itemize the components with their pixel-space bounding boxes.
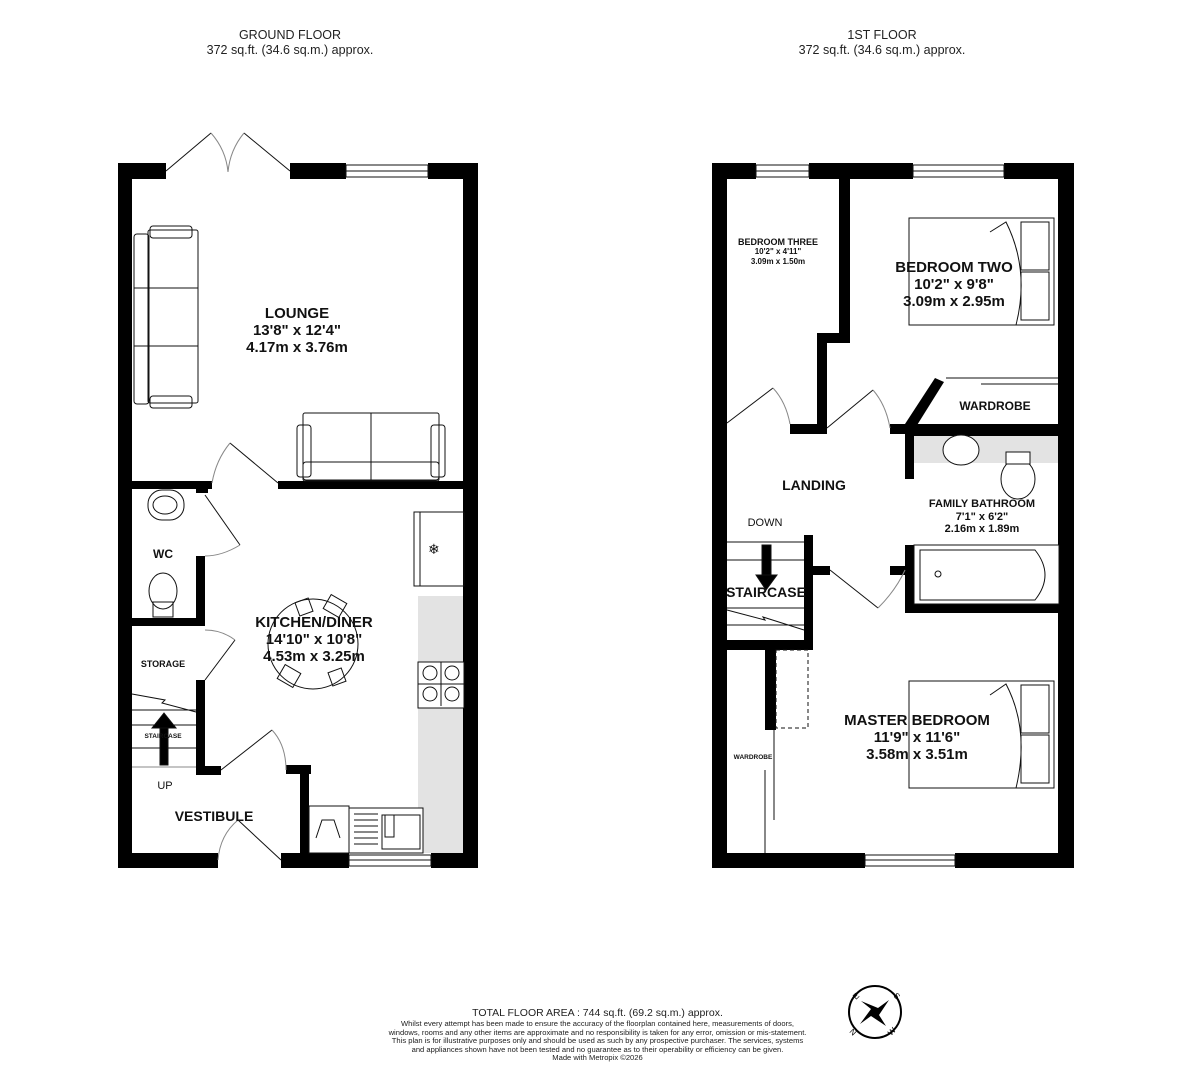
stair-direction-up: UP xyxy=(157,780,172,793)
room-name: BEDROOM THREE xyxy=(737,237,819,247)
room-dim-imperial: 13'8" x 12'4" xyxy=(252,322,342,339)
room-name: STAIRCASE xyxy=(726,584,806,600)
room-label-vestibule: VESTIBULE xyxy=(175,808,254,825)
room-name: KITCHEN/DINER xyxy=(255,614,373,631)
room-dim-metric: 3.58m x 3.51m xyxy=(866,746,968,763)
room-name: WC xyxy=(153,547,173,561)
credit: Made with Metropix ©2026 xyxy=(552,1053,643,1063)
room-name: FAMILY BATHROOM xyxy=(928,498,1036,510)
room-dim-imperial: 14'10" x 10'8" xyxy=(265,631,363,648)
compass-n: N xyxy=(848,1027,859,1038)
room-label-storage: STORAGE xyxy=(141,659,185,669)
room-dim-imperial: 10'2" x 9'8" xyxy=(914,276,994,293)
footer: TOTAL FLOOR AREA : 744 sq.ft. (69.2 sq.m… xyxy=(385,1007,810,1063)
total-floor-area: TOTAL FLOOR AREA : 744 sq.ft. (69.2 sq.m… xyxy=(472,1007,723,1019)
room-name: WARDROBE xyxy=(733,754,773,761)
room-dim-metric: 4.17m x 3.76m xyxy=(246,339,348,356)
ground-floor-header: GROUND FLOOR 372 sq.ft. (34.6 sq.m.) app… xyxy=(150,28,430,58)
room-name: LANDING xyxy=(782,477,846,493)
room-dim-metric: 3.09m x 2.95m xyxy=(903,293,1005,310)
room-label-kitchen-diner: KITCHEN/DINER 14'10" x 10'8" 4.53m x 3.2… xyxy=(255,614,373,665)
room-dim-imperial: 11'9" x 11'6" xyxy=(873,729,961,746)
room-label-wc: WC xyxy=(153,548,173,561)
room-name: MASTER BEDROOM xyxy=(844,712,990,729)
room-label-wardrobe-bed2: WARDROBE xyxy=(959,400,1030,413)
room-dim-metric: 2.16m x 1.89m xyxy=(944,523,1020,535)
first-floor-title: 1ST FLOOR xyxy=(847,28,917,42)
svg-text:❄: ❄ xyxy=(428,541,440,557)
room-label-bedroom-two: BEDROOM TWO 10'2" x 9'8" 3.09m x 2.95m xyxy=(895,259,1013,310)
compass-e: E xyxy=(851,991,861,1001)
room-dim-imperial: 10'2" x 4'11" xyxy=(754,247,802,256)
disclaimer: Whilst every attempt has been made to en… xyxy=(388,1019,807,1054)
stair-direction-text: DOWN xyxy=(747,517,783,529)
room-dim-metric: 3.09m x 1.50m xyxy=(750,257,806,266)
ground-floor-title: GROUND FLOOR xyxy=(238,28,342,42)
stair-direction-down: DOWN xyxy=(748,517,783,530)
room-label-master-bedroom: MASTER BEDROOM 11'9" x 11'6" 3.58m x 3.5… xyxy=(844,712,990,763)
first-floor-walls xyxy=(712,163,1074,868)
ground-floor-walls xyxy=(118,163,478,868)
room-label-staircase-ground: STAIRCASE xyxy=(144,733,181,741)
room-label-bedroom-three: BEDROOM THREE 10'2" x 4'11" 3.09m x 1.50… xyxy=(738,237,818,267)
room-dim-metric: 4.53m x 3.25m xyxy=(263,648,365,665)
room-dim-imperial: 7'1" x 6'2" xyxy=(955,510,1009,523)
room-label-staircase-first: STAIRCASE xyxy=(726,584,806,601)
room-name: LOUNGE xyxy=(264,305,330,322)
room-label-family-bathroom: FAMILY BATHROOM 7'1" x 6'2" 2.16m x 1.89… xyxy=(929,498,1035,536)
room-name: STAIRCASE xyxy=(144,733,182,740)
first-floor-header: 1ST FLOOR 372 sq.ft. (34.6 sq.m.) approx… xyxy=(742,28,1022,58)
ground-floor-area: 372 sq.ft. (34.6 sq.m.) approx. xyxy=(206,43,374,57)
room-name: STORAGE xyxy=(140,659,186,669)
room-name: VESTIBULE xyxy=(174,808,254,824)
room-label-wardrobe-master: WARDROBE xyxy=(734,754,773,762)
compass-s: S xyxy=(892,991,902,1001)
first-floor-area: 372 sq.ft. (34.6 sq.m.) approx. xyxy=(798,43,966,57)
compass-rose: E S N W xyxy=(848,985,902,1039)
room-label-lounge: LOUNGE 13'8" x 12'4" 4.17m x 3.76m xyxy=(246,305,348,356)
room-label-landing: LANDING xyxy=(782,477,846,494)
room-name: BEDROOM TWO xyxy=(895,259,1013,276)
stair-direction-text: UP xyxy=(157,780,173,792)
room-name: WARDROBE xyxy=(959,399,1031,413)
